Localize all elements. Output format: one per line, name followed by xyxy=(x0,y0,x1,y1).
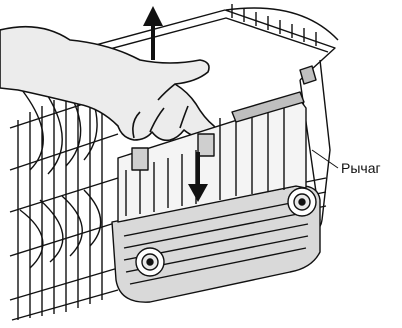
lever-label: Рычаг xyxy=(341,161,381,175)
hand xyxy=(0,27,216,141)
up-arrow xyxy=(143,6,163,60)
lever-leader-line xyxy=(312,150,338,168)
